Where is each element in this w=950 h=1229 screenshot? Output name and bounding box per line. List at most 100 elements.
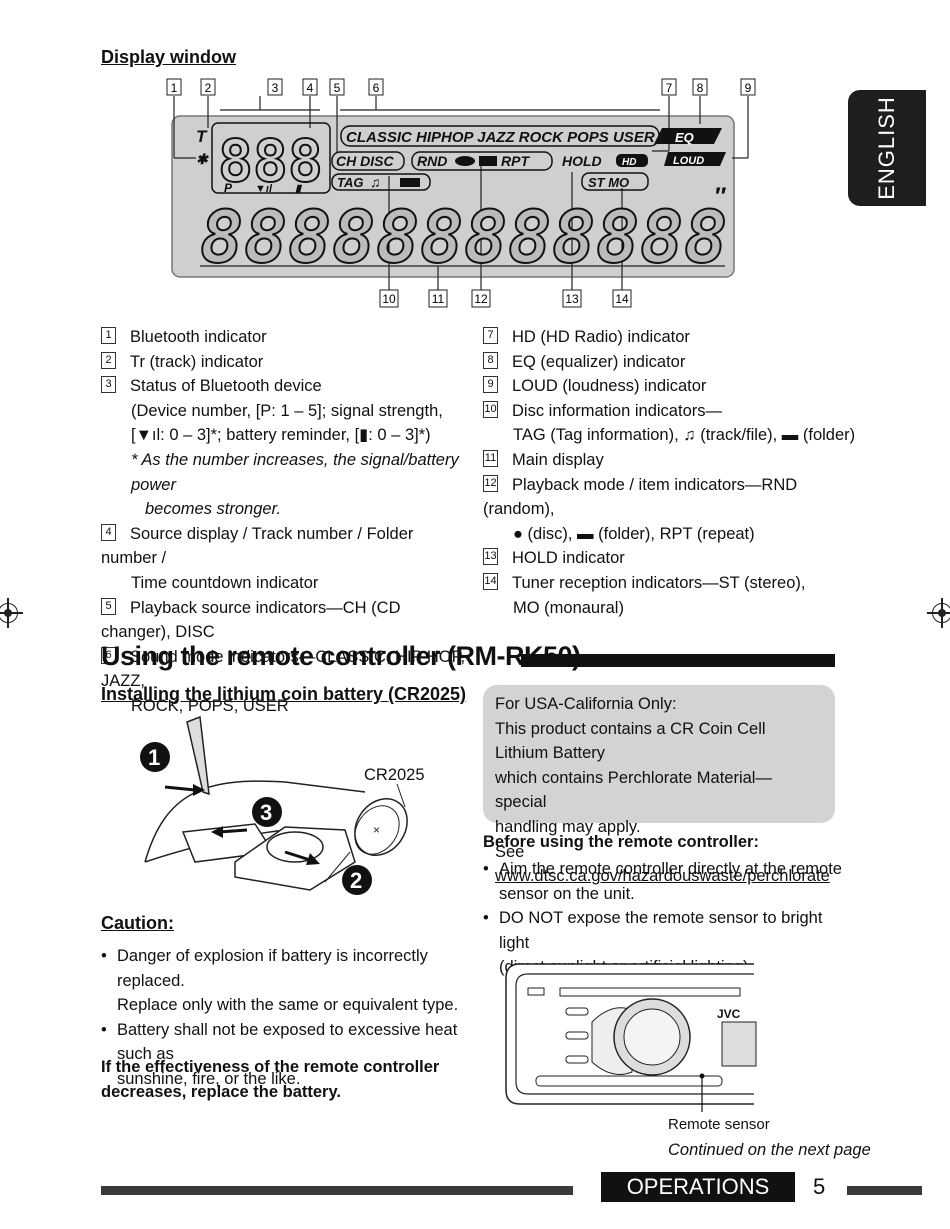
callout-6: 6 [373,81,380,95]
main-digit: 8 [244,195,287,279]
bottom-callouts: 10 11 12 13 14 [379,289,632,308]
callout-14: 14 [615,292,629,306]
item-number-box: 7 [483,327,498,345]
item-text: ROCK, POPS, USER [131,696,289,715]
item-number-box: 4 [101,523,116,541]
main-digit: 8 [420,195,463,279]
language-tab-label: ENGLISH [874,96,899,200]
main-digit: 8 [376,195,419,279]
callout-4: 4 [307,81,314,95]
main-digit: 8 [332,195,375,279]
main-digit: 8 [508,195,551,279]
callout-2: 2 [205,81,212,95]
callout-7: 7 [666,81,673,95]
footer-bar-right [847,1186,922,1195]
remote-heading: Using the remote controller (RM-RK50) [101,641,581,672]
lcd-loud: LOUD [673,155,704,167]
item-text: Playback source indicators—CH (CD change… [101,598,401,642]
bullet-item: Danger of explosion if battery is incorr… [101,944,471,1018]
callout-11: 11 [432,292,445,306]
footnote-line: becomes stronger. [145,500,282,519]
main-digit: 8 [288,195,331,279]
page-number: 5 [813,1174,826,1199]
item-text: Main display [512,450,604,469]
callout-1: 1 [171,81,178,95]
footer-section: OPERATIONS [601,1172,795,1202]
desc-item: 7 HD (HD Radio) indicator [483,325,863,350]
svg-text:×: × [373,823,380,837]
item-text: MO (monaural) [513,598,624,617]
source-digits: 888 [217,126,324,196]
main-digit: 8 [200,195,243,279]
registration-mark-left [0,598,23,628]
callout-9: 9 [745,81,752,95]
lcd-hd: HD [622,157,636,168]
lcd-tag: TAG [337,175,363,190]
lcd-panel [171,115,735,278]
lcd-sound-modes: CLASSIC HIPHOP JAZZ ROCK POPS USER [346,129,655,146]
remote-heading-text: Using the remote controller (RM-RK50) [101,641,581,671]
caution-title: Caution: [101,913,174,933]
item-text: TAG (Tag information), ♫ (track/file), ▬… [513,426,856,445]
caution-list: Danger of explosion if battery is incorr… [101,944,471,1092]
california-notice: For USA-California Only: This product co… [483,685,835,885]
footnote-line: * As the number increases, the signal/ba… [131,450,459,494]
step-3-icon: 3 [260,800,272,825]
item-text: Playback mode / item indicators—RND (ran… [483,475,798,519]
callout-13: 13 [565,292,579,306]
display-window-title: Display window [101,47,237,67]
lcd-rnd: RND [417,153,447,169]
item-text: (Device number, [P: 1 – 5]; signal stren… [131,401,443,420]
effectiveness-note: If the effectiveness of the remote contr… [101,1055,439,1104]
item-number-box: 12 [483,474,498,492]
callout-10: 10 [382,292,396,306]
item-number-box: 2 [101,351,116,369]
step-1-icon: 1 [148,745,160,770]
california-line-4: handling may apply. [495,817,641,836]
lcd-rpt: RPT [501,153,530,169]
remote-sensor-dot [699,1073,705,1079]
callout-12: 12 [474,292,488,306]
item-text: HOLD indicator [512,549,625,568]
lcd-hold: HOLD [562,153,602,169]
lcd-source: CH DISC [336,153,394,169]
unit-brand-logo: JVC [717,1007,741,1021]
language-tab: ENGLISH [848,90,926,206]
item-text: [▼ıl: 0 – 3]*; battery reminder, [▮: 0 –… [131,426,431,445]
callout-5: 5 [334,81,341,95]
svg-text:″: ″ [715,183,727,210]
footer-section-label: OPERATIONS [626,1174,770,1199]
desc-item: 2 Tr (track) indicator [101,350,471,375]
main-digit: 8 [684,195,727,279]
desc-item: 11 Main display [483,448,863,473]
lcd-eq: EQ [675,130,694,145]
item-text: Sound mode indicators—CLASSIC, HIP HOP, … [101,647,466,691]
unit-illustration: JVC [505,963,757,1112]
lcd-t-indicator: T [196,127,208,146]
item-text: Tr (track) indicator [130,352,264,371]
svg-text:♫: ♫ [370,174,381,190]
item-text: Source display / Track number / Folder n… [101,524,414,568]
before-title: Before using the remote controller: [483,833,759,851]
main-digit: 8 [464,195,507,279]
item-text: ● (disc), ▬ (folder), RPT (repeat) [513,524,755,543]
item-text: Bluetooth indicator [130,328,267,346]
callout-3: 3 [272,81,279,95]
item-text: LOUD (loudness) indicator [512,377,707,396]
sensor-label: Remote sensor [668,1116,770,1133]
california-line-3: which contains Perchlorate Material—spec… [495,768,772,812]
california-line-1: For USA-California Only: [495,695,677,713]
item-text: HD (HD Radio) indicator [512,328,690,346]
item-number-box: 8 [483,351,498,369]
item-text: Tuner reception indicators—ST (stereo), [512,573,806,592]
lcd-bt-icon: ✱ [196,151,209,167]
item-number-box: 11 [483,450,498,468]
